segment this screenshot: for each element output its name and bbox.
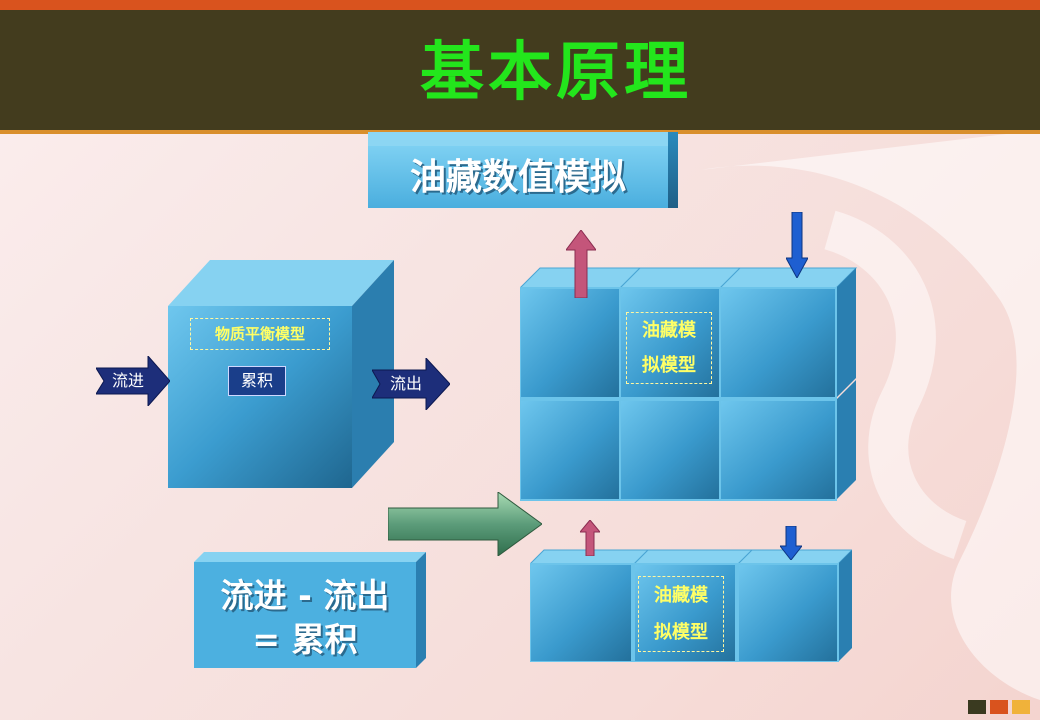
grid-model-label: 油藏模 拟模型 [626,312,712,384]
accumulation-label: 累积 [228,366,286,396]
reservoir-layer-model: 油藏模 拟模型 [530,546,852,662]
top-accent-bar [0,0,1040,10]
material-balance-label: 物质平衡模型 [190,318,330,350]
equation-line1: 流进 - 流出 [220,576,390,615]
outflow-arrow: 流出 [372,358,450,410]
outflow-label: 流出 [390,374,423,393]
equation-box: 流进 - 流出 = 累积 [194,550,426,668]
layer-model-label-line1: 油藏模 [654,585,708,606]
corner-square-yellow [1012,700,1030,714]
layer-up-arrow [580,520,600,556]
layer-model-label: 油藏模 拟模型 [638,576,724,652]
grid-down-arrow [786,212,808,278]
inflow-label: 流进 [112,371,145,390]
grid-model-label-line2: 拟模型 [642,355,696,376]
layer-model-label-line2: 拟模型 [654,622,708,643]
transition-arrow [388,492,542,556]
corner-square-orange [990,700,1008,714]
layer-down-arrow [780,526,802,560]
subtitle-banner: 油藏数值模拟 [368,132,680,212]
grid-model-label-line1: 油藏模 [642,320,696,341]
subtitle-text: 油藏数值模拟 [409,157,626,198]
corner-square-dark [968,700,986,714]
reservoir-grid-model: 油藏模 拟模型 [520,264,858,502]
equation-line2: = 累积 [252,620,358,659]
grid-up-arrow [566,230,596,298]
material-balance-cube: 物质平衡模型 累积 [168,258,394,488]
slide-title: 基本原理 [420,36,692,110]
header-band [0,10,1040,134]
inflow-arrow: 流进 [96,356,170,406]
